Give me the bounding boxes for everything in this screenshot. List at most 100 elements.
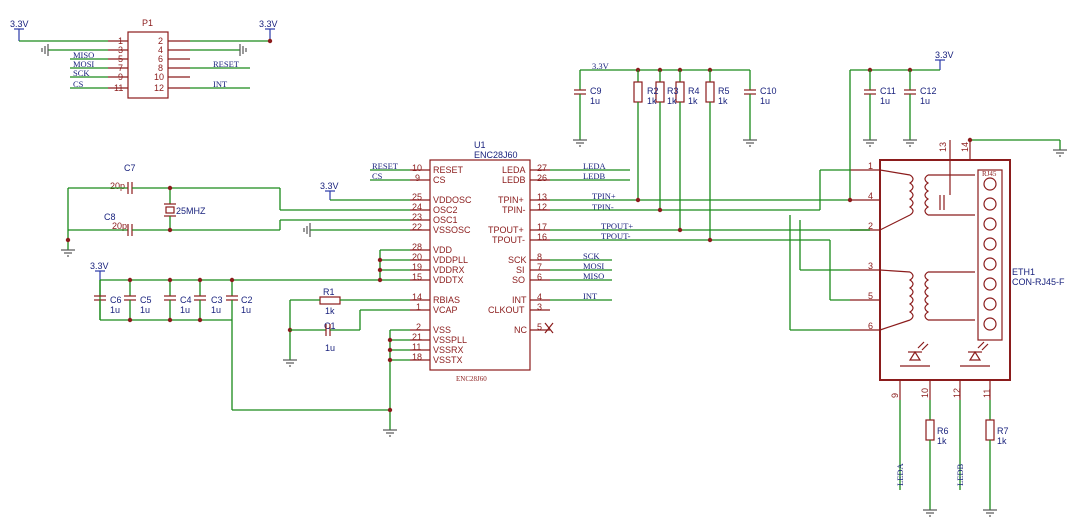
eth-pin: 4 — [868, 191, 873, 201]
decoupling-vcc-label: 3.3V — [90, 261, 109, 271]
u1-pin-name: VSSTX — [433, 355, 463, 365]
led-net-a: LEDA — [895, 462, 905, 486]
c11-value: 1u — [880, 96, 890, 106]
r2-ref: R2 — [647, 86, 659, 96]
u1-pin-name: OSC1 — [433, 215, 458, 225]
u1-pin-num: 2 — [416, 322, 421, 332]
u1-pin-name: LEDA — [502, 165, 526, 175]
u1-pin-num: 26 — [537, 173, 547, 183]
u1-pin-name: TPIN- — [502, 205, 526, 215]
c7-ref: C7 — [124, 163, 136, 173]
eth-pin: 3 — [868, 261, 873, 271]
chip-u1: U1 ENC28J60 ENC28J60 — [410, 140, 550, 383]
u1-net-tpin-p: TPIN+ — [592, 191, 616, 201]
led-net-b: LEDB — [955, 463, 965, 486]
eth-pin: 6 — [868, 321, 873, 331]
u1-pin-name: CS — [433, 175, 446, 185]
p1-vcc-left-label: 3.3V — [10, 19, 29, 29]
c12-ref: C12 — [920, 86, 937, 96]
u1-pin-name: CLKOUT — [488, 305, 525, 315]
p1-ref: P1 — [142, 18, 153, 28]
c8-value: 20p — [112, 221, 127, 231]
jack-contact — [983, 317, 997, 331]
r2-value: 1k — [647, 96, 657, 106]
jack-contact — [983, 257, 997, 271]
u1-pin-num: 23 — [412, 212, 422, 222]
r4-ref: R4 — [688, 86, 700, 96]
u1-pin-num: 20 — [412, 252, 422, 262]
u1-pin-num: 7 — [537, 262, 542, 272]
cap-value: 1u — [140, 305, 150, 315]
c10-ref: C10 — [760, 86, 777, 96]
p1-pin-4: 4 — [158, 45, 163, 55]
r6-ref: R6 — [937, 426, 949, 436]
u1-pin-name: SI — [516, 265, 525, 275]
r4-value: 1k — [688, 96, 698, 106]
eth-pin: 10 — [920, 388, 930, 398]
eth-pin: 9 — [890, 393, 900, 398]
u1-net-miso: MISO — [583, 271, 604, 281]
u1-pin-name: LEDB — [502, 175, 526, 185]
p1-net-sck: SCK — [73, 68, 90, 78]
u1-pin-name: VDD — [433, 245, 453, 255]
u1-pin-name: VSSPLL — [433, 335, 467, 345]
u1-pin-num: 9 — [415, 173, 420, 183]
bias-section: R1 1k C1 1u — [283, 287, 410, 437]
cap-value: 1u — [211, 305, 221, 315]
u1-pin-num: 21 — [412, 332, 422, 342]
cap-ref: C5 — [140, 295, 152, 305]
u1-pin-num: 19 — [412, 262, 422, 272]
u1-pin-num: 11 — [412, 342, 421, 352]
r5-value: 1k — [718, 96, 728, 106]
u1-pin-num: 8 — [537, 252, 542, 262]
u1-pin-name: VSSRX — [433, 345, 464, 355]
u1-pin-num: 5 — [537, 322, 542, 332]
x1-value: 25MHZ — [176, 206, 206, 216]
u1-pin-num: 12 — [537, 202, 547, 212]
u1-net-int: INT — [583, 291, 598, 301]
u1-net-cs: CS — [372, 171, 383, 181]
p1-vcc-right-label: 3.3V — [259, 19, 278, 29]
c10-value: 1u — [760, 96, 770, 106]
u1-ref: U1 — [474, 140, 486, 150]
eth-pin: 13 — [938, 142, 948, 152]
u1-net-sck: SCK — [583, 251, 600, 261]
p1-pin-5: 5 — [118, 54, 123, 64]
u1-pin-name: VDDPLL — [433, 255, 468, 265]
u1-net-leda: LEDA — [583, 161, 607, 171]
u1-value: ENC28J60 — [474, 150, 518, 160]
r1-value: 1k — [325, 306, 335, 316]
p1-pin-6: 6 — [158, 54, 163, 64]
u1-pin-name: VCAP — [433, 305, 458, 315]
r3-ref: R3 — [667, 86, 679, 96]
c8-ref: C8 — [104, 212, 116, 222]
u1-pin-num: 24 — [412, 202, 422, 212]
cap-ref: C4 — [180, 295, 192, 305]
p1-net-miso: MISO — [73, 50, 94, 60]
p1-pin-2: 2 — [158, 36, 163, 46]
u1-pin-name: TPOUT+ — [488, 225, 524, 235]
header-p1: P1 1 3 5 7 9 11 2 4 6 8 10 12 3.3V 3.3V — [10, 18, 278, 99]
c1-value: 1u — [325, 343, 335, 353]
jack-contact — [983, 177, 997, 191]
p1-body — [127, 31, 169, 99]
r1-ref: R1 — [323, 287, 335, 297]
u1-pin-num: 1 — [416, 302, 421, 312]
u1-right-nets: LEDA LEDB TPIN+ TPIN- TPOUT+ TPOUT- SCK … — [550, 161, 633, 301]
u1-net-mosi: MOSI — [583, 261, 604, 271]
u1-net-tpout-n: TPOUT- — [601, 231, 631, 241]
p1-net-cs: CS — [73, 79, 84, 89]
u1-net-tpin-n: TPIN- — [592, 202, 614, 212]
eth1-tag: RJ45 — [982, 170, 997, 178]
jack-contact — [983, 237, 997, 251]
u1-pin-name: INT — [512, 295, 527, 305]
p1-pin-11: 11 — [114, 83, 123, 93]
eth1-ref: ETH1 — [1012, 267, 1035, 277]
u1-pin-name: VDDTX — [433, 275, 464, 285]
u1-pin-name: SO — [512, 275, 525, 285]
p1-pin-9: 9 — [118, 72, 123, 82]
jack-contact — [983, 217, 997, 231]
